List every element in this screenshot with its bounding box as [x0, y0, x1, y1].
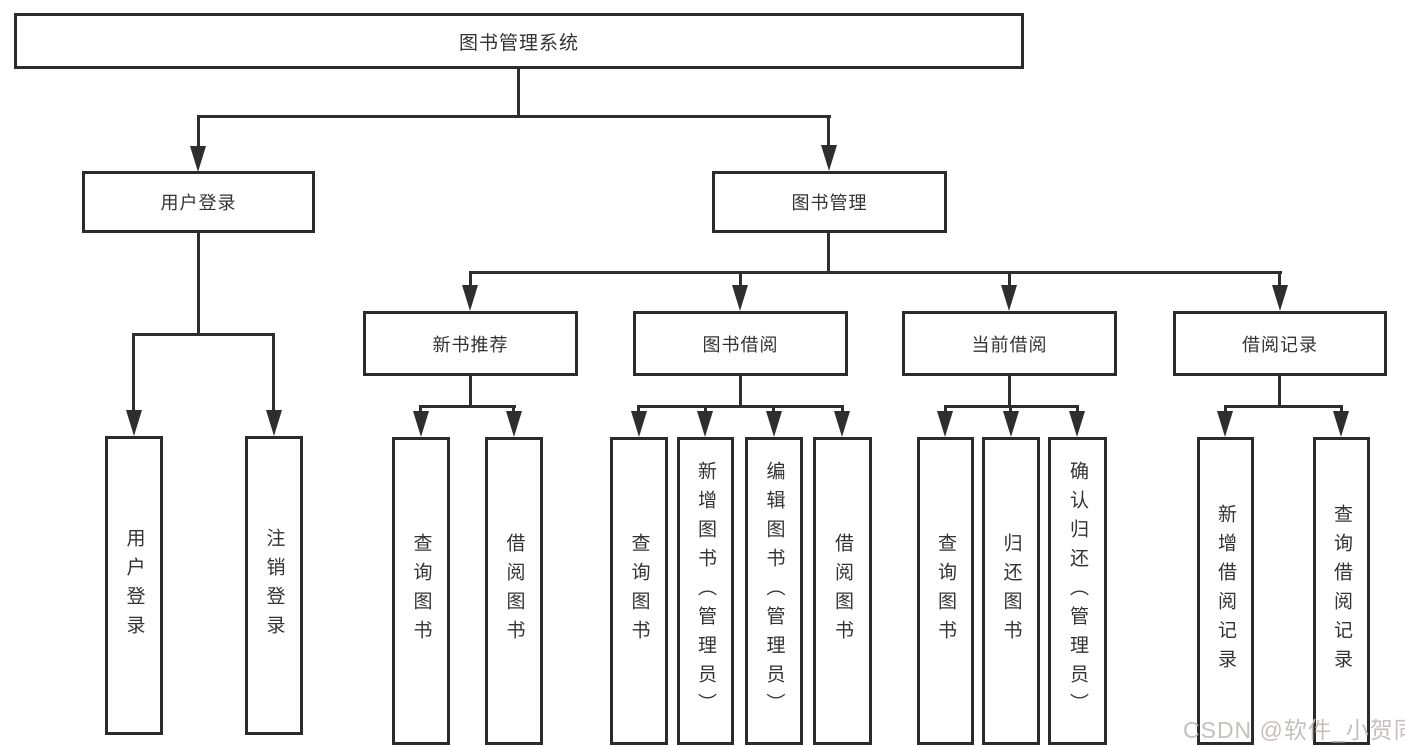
node-label: 查询图书 — [410, 533, 432, 649]
csdn-watermark: CSDN @软件_小贺同学 — [1183, 717, 1405, 743]
arrowhead-down-icon — [732, 285, 748, 311]
node-label: 注销登录 — [263, 527, 285, 644]
connector-line — [419, 405, 516, 408]
connector-line — [1008, 271, 1011, 289]
arrowhead-down-icon — [834, 411, 850, 437]
arrowhead-down-icon — [190, 146, 206, 172]
node-label: 新书推荐 — [432, 334, 509, 355]
connector-line — [1008, 376, 1011, 408]
arrowhead-down-icon — [506, 411, 522, 437]
node-label: 新增借阅记录 — [1215, 504, 1236, 678]
connector-line — [637, 405, 640, 415]
leaf-current-confirm-return-admin: 确认归还（管理员） — [1048, 437, 1107, 745]
connector-line — [1278, 271, 1281, 289]
arrowhead-down-icon — [462, 285, 478, 311]
connector-line — [827, 115, 830, 146]
leaf-borrowing-edit-books-admin: 编辑图书（管理员） — [745, 437, 803, 745]
arrowhead-down-icon — [766, 411, 782, 437]
node-user-login: 用户登录 — [82, 171, 315, 233]
node-label: 查询图书 — [628, 533, 650, 649]
arrowhead-down-icon — [1001, 285, 1017, 311]
connector-line — [469, 376, 472, 408]
leaf-records-add-record: 新增借阅记录 — [1197, 437, 1254, 745]
node-label: 借阅记录 — [1242, 334, 1318, 355]
connector-line — [637, 405, 844, 408]
connector-line — [1224, 405, 1227, 415]
leaf-current-query-books: 查询图书 — [917, 437, 974, 745]
connector-line — [944, 405, 947, 415]
node-label: 借阅图书 — [832, 533, 853, 649]
node-label: 图书管理 — [791, 193, 868, 213]
connector-line — [197, 115, 831, 118]
connector-line — [772, 405, 775, 415]
connector-line — [827, 233, 830, 274]
arrowhead-down-icon — [126, 410, 142, 436]
arrowhead-down-icon — [821, 145, 837, 171]
leaf-recommend-query-books: 查询图书 — [392, 437, 450, 745]
arrowhead-down-icon — [266, 410, 282, 436]
arrowhead-down-icon — [697, 411, 713, 437]
node-label: 图书管理系统 — [458, 32, 579, 54]
node-label: 归还图书 — [1000, 533, 1022, 649]
connector-line — [272, 333, 275, 413]
arrowhead-down-icon — [1003, 411, 1019, 437]
leaf-current-return-books: 归还图书 — [982, 437, 1040, 745]
node-label: 编辑图书（管理员） — [763, 460, 785, 722]
connector-line — [1076, 405, 1079, 415]
leaf-logout: 注销登录 — [245, 436, 303, 735]
arrowhead-down-icon — [1217, 411, 1233, 437]
arrowhead-down-icon — [937, 411, 953, 437]
connector-line — [739, 376, 742, 408]
node-borrowing-records: 借阅记录 — [1173, 311, 1387, 376]
connector-line — [739, 271, 742, 289]
node-current-borrowing: 当前借阅 — [902, 311, 1117, 376]
connector-line — [469, 271, 1282, 274]
connector-line — [419, 405, 422, 415]
node-label: 查询图书 — [935, 533, 956, 649]
leaf-borrowing-borrow-books: 借阅图书 — [813, 437, 872, 745]
node-root-library-management-system: 图书管理系统 — [14, 13, 1024, 69]
node-label: 查询借阅记录 — [1331, 504, 1352, 678]
node-label: 图书借阅 — [702, 334, 779, 355]
arrowhead-down-icon — [1333, 411, 1349, 437]
node-label: 新增图书（管理员） — [695, 460, 716, 722]
node-label: 借阅图书 — [503, 533, 525, 649]
connector-line — [841, 405, 844, 415]
connector-line — [512, 405, 515, 415]
node-label: 用户登录 — [123, 527, 145, 644]
arrowhead-down-icon — [1069, 411, 1085, 437]
connector-line — [132, 333, 275, 336]
leaf-borrowing-query-books: 查询图书 — [610, 437, 668, 745]
node-book-management: 图书管理 — [712, 171, 947, 233]
arrowhead-down-icon — [413, 411, 429, 437]
connector-line — [469, 271, 472, 289]
connector-line — [1009, 405, 1012, 415]
leaf-borrowing-add-books-admin: 新增图书（管理员） — [677, 437, 734, 745]
leaf-user-login: 用户登录 — [105, 436, 163, 735]
connector-line — [704, 405, 707, 415]
connector-line — [132, 333, 135, 413]
leaf-records-query-record: 查询借阅记录 — [1313, 437, 1370, 745]
node-label: 当前借阅 — [971, 334, 1048, 355]
node-new-book-recommend: 新书推荐 — [363, 311, 578, 376]
connector-line — [1224, 405, 1343, 408]
connector-line — [1340, 405, 1343, 415]
connector-line — [197, 115, 200, 148]
leaf-recommend-borrow-books: 借阅图书 — [485, 437, 543, 745]
node-label: 确认归还（管理员） — [1067, 460, 1088, 722]
connector-line — [1278, 376, 1281, 408]
node-book-borrowing: 图书借阅 — [633, 311, 848, 376]
connector-line — [517, 69, 520, 118]
node-label: 用户登录 — [160, 193, 237, 213]
connector-line — [197, 233, 200, 336]
arrowhead-down-icon — [1272, 285, 1288, 311]
arrowhead-down-icon — [631, 411, 647, 437]
